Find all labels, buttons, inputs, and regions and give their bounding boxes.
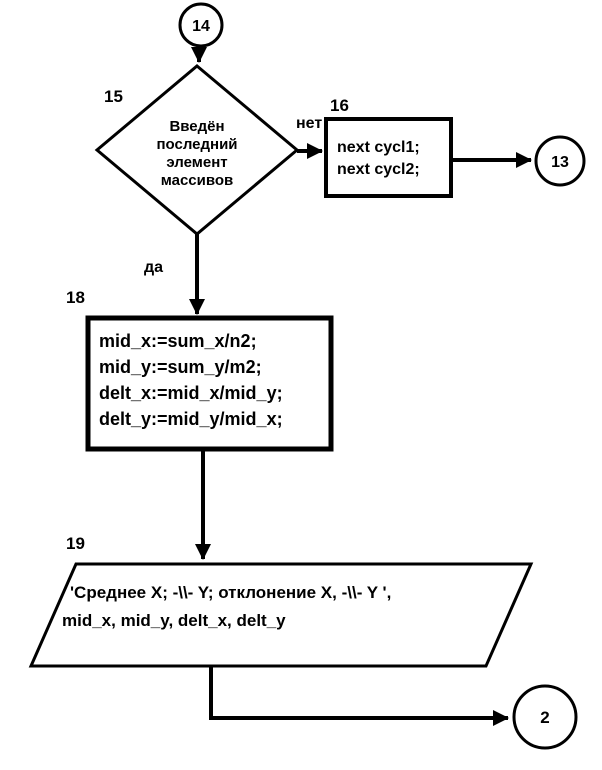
decision-15-line-3: элемент [166,154,227,171]
connector-13-circle [534,135,586,187]
process-18-line-3: delt_x:=mid_x/mid_y; [99,383,283,403]
process-18-line-4: delt_y:=mid_y/mid_x; [99,409,283,429]
process-16-number: 16 [330,96,349,115]
output-19-line-1: 'Среднее X; -\\- Y; отклонение X, -\\- Y… [70,583,391,602]
decision-15-line-1: Введён [169,118,224,135]
process-16-rect [324,117,453,198]
decision-15-line-2: последний [156,136,237,153]
connector-2-circle [512,684,578,750]
process-18-line-2: mid_y:=sum_y/m2; [99,357,262,377]
edge-no-label: нет [296,115,322,132]
connector-13-label: 13 [551,154,569,171]
process-18-number: 18 [66,288,85,307]
decision-15-number: 15 [104,87,123,106]
output-19-number: 19 [66,534,85,553]
connector-2-label: 2 [540,708,549,727]
arrow-19-to-2 [209,666,509,726]
process-18-rect [85,315,334,452]
decision-15-diamond [94,64,300,236]
process-16-line-1: next cycl1; [337,139,420,156]
process-16-line-2: next cycl2; [337,161,420,178]
connector-14-label: 14 [192,18,210,35]
output-19-line-2: mid_x, mid_y, delt_x, delt_y [62,611,286,630]
connector-14-circle [178,2,224,48]
decision-15-line-4: массивов [161,172,234,189]
edge-yes-label: да [144,259,163,276]
output-19-parallelogram [28,562,534,668]
process-18-line-1: mid_x:=sum_x/n2; [99,331,257,351]
